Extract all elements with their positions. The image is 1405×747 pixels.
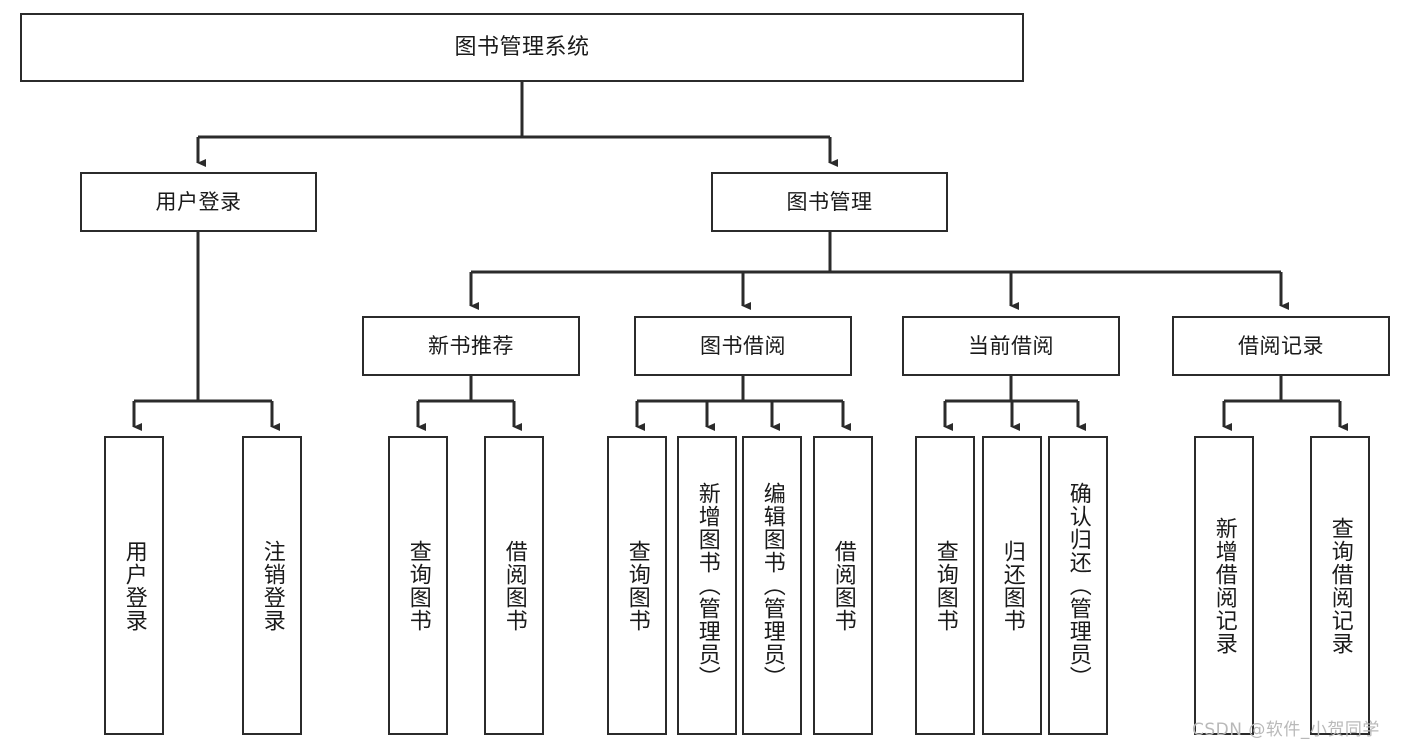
node-label: 注销登录	[259, 539, 285, 632]
leaf-user-login-signin[interactable]: 用户登录	[104, 436, 164, 735]
node-label: 新增借阅记录	[1211, 516, 1237, 655]
leaf-new-book-borrow[interactable]: 借阅图书	[484, 436, 544, 735]
node-label: 图书借阅	[700, 333, 786, 358]
leaf-new-book-query[interactable]: 查询图书	[388, 436, 448, 735]
leaf-current-query-book[interactable]: 查询图书	[915, 436, 975, 735]
node-label: 编辑图书（管理员）	[759, 482, 785, 689]
leaf-record-query-record[interactable]: 查询借阅记录	[1310, 436, 1370, 735]
node-label: 借阅图书	[501, 539, 527, 632]
leaf-borrow-query-book[interactable]: 查询图书	[607, 436, 667, 735]
node-label: 图书管理	[786, 189, 873, 214]
node-label: 借阅图书	[830, 539, 856, 632]
node-label: 确认归还（管理员）	[1065, 482, 1091, 689]
node-user-login[interactable]: 用户登录	[80, 172, 317, 232]
node-label: 查询图书	[405, 539, 431, 632]
leaf-borrow-add-book-admin[interactable]: 新增图书（管理员）	[677, 436, 737, 735]
node-label: 借阅记录	[1238, 333, 1324, 358]
leaf-current-confirm-return-admin[interactable]: 确认归还（管理员）	[1048, 436, 1108, 735]
node-label: 归还图书	[999, 539, 1025, 632]
node-label: 新书推荐	[428, 333, 514, 358]
leaf-record-add-record[interactable]: 新增借阅记录	[1194, 436, 1254, 735]
node-book-borrow[interactable]: 图书借阅	[634, 316, 852, 376]
node-label: 查询图书	[932, 539, 958, 632]
node-root-system[interactable]: 图书管理系统	[20, 13, 1024, 82]
node-label: 用户登录	[155, 189, 242, 214]
leaf-user-login-signout[interactable]: 注销登录	[242, 436, 302, 735]
node-borrow-record[interactable]: 借阅记录	[1172, 316, 1390, 376]
node-book-management[interactable]: 图书管理	[711, 172, 948, 232]
node-label: 查询借阅记录	[1327, 516, 1353, 655]
node-new-book-recommend[interactable]: 新书推荐	[362, 316, 580, 376]
leaf-borrow-borrow-book[interactable]: 借阅图书	[813, 436, 873, 735]
node-label: 新增图书（管理员）	[694, 482, 720, 689]
leaf-borrow-edit-book-admin[interactable]: 编辑图书（管理员）	[742, 436, 802, 735]
watermark: CSDN @软件_小贺同学	[1192, 720, 1380, 740]
node-label: 用户登录	[121, 539, 147, 632]
node-current-borrow[interactable]: 当前借阅	[902, 316, 1120, 376]
node-label: 查询图书	[624, 539, 650, 632]
leaf-current-return-book[interactable]: 归还图书	[982, 436, 1042, 735]
node-label: 图书管理系统	[454, 34, 590, 60]
node-label: 当前借阅	[968, 333, 1054, 358]
